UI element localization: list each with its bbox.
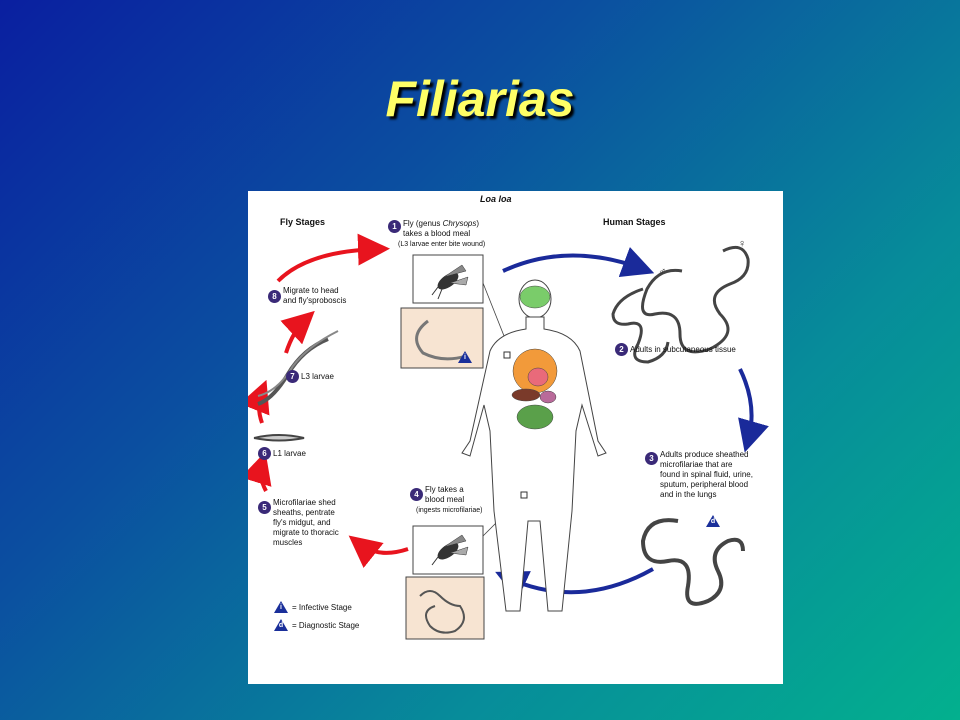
step-1-number: 1 <box>388 220 401 233</box>
step-2-label: Adults in subcutaneous tissue <box>630 345 736 354</box>
adult-female-worm-icon <box>641 245 750 354</box>
step-1-label: Fly (genus Chrysops) takes a blood meal <box>403 219 480 238</box>
step-2-number: 2 <box>615 343 628 356</box>
step-7-label: L3 larvae <box>301 372 334 381</box>
arrow-1-to-2 <box>502 247 655 278</box>
step-3-number: 3 <box>645 452 658 465</box>
figure-title: Loa loa <box>480 194 512 204</box>
human-stages-header: Human Stages <box>603 217 666 227</box>
microfilaria-inset-bottom <box>405 576 485 640</box>
step-3-label: Adults produce sheathed microfilariae th… <box>660 450 753 499</box>
step-7-number: 7 <box>286 370 299 383</box>
infective-badge-letter: i <box>464 354 466 361</box>
stomach-icon <box>539 390 557 404</box>
male-symbol-icon: ♂ <box>658 266 666 278</box>
bite-site-marker-top <box>503 351 511 359</box>
fly-icon-bottom <box>431 534 469 566</box>
bite-site-marker-bottom <box>520 491 528 499</box>
brain-icon <box>519 285 551 309</box>
step-8-label: Migrate to head and fly'sproboscis <box>283 286 347 305</box>
step-8-number: 8 <box>268 290 281 303</box>
legend-diagnostic-letter: d <box>278 622 284 629</box>
legend-infective-icon <box>274 601 288 613</box>
step-4-label: Fly takes a blood meal <box>425 485 465 504</box>
fly-stages-header: Fly Stages <box>280 217 326 227</box>
infective-stage-badge-icon <box>458 351 472 363</box>
liver-icon <box>511 388 541 402</box>
step-5-number: 5 <box>258 501 271 514</box>
legend-diagnostic-label: = Diagnostic Stage <box>292 621 360 630</box>
arrow-5-to-6 <box>248 451 272 492</box>
loa-loa-lifecycle-figure: ♂ ♀ Loa loa Fly Stages Human Stages 1 Fl… <box>248 191 783 684</box>
arrow-7-to-8 <box>280 310 315 354</box>
fly-icon-top <box>431 264 469 300</box>
arrow-4-to-5 <box>348 535 409 568</box>
legend-diagnostic-icon <box>274 619 288 631</box>
female-symbol-icon: ♀ <box>738 238 746 250</box>
arrow-6-to-7 <box>248 379 270 424</box>
step-6-number: 6 <box>258 447 271 460</box>
microfilaria-coil-icon <box>419 590 465 634</box>
diagnostic-stage-badge-icon <box>706 515 720 527</box>
human-body-outline <box>461 279 607 612</box>
l1-larva-icon <box>253 434 305 442</box>
step-1-sub: (L3 larvae enter bite wound) <box>398 241 486 248</box>
arrow-8-to-1 <box>276 233 390 283</box>
step-4-number: 4 <box>410 488 423 501</box>
step-4-sub: (ingests microfilariae) <box>416 507 483 514</box>
intestines-icon <box>516 404 554 430</box>
legend-infective-label: = Infective Stage <box>292 603 352 612</box>
l3-larva-curve-icon <box>415 319 467 361</box>
arrow-2-to-3 <box>738 368 769 453</box>
heart-icon <box>527 367 549 387</box>
diagnostic-badge-letter: d <box>710 518 716 525</box>
step-5-label: Microfilariae shed sheaths, pentrate fly… <box>273 498 339 547</box>
sheathed-microfilaria-icon <box>640 518 745 606</box>
step-6-label: L1 larvae <box>273 449 306 458</box>
arrow-3-to-4 <box>495 567 654 601</box>
slide-title: Filiarias <box>385 71 575 127</box>
lifecycle-drawing: ♂ ♀ <box>248 233 769 640</box>
adult-male-worm-icon <box>611 287 670 364</box>
legend-infective-letter: i <box>280 604 282 611</box>
